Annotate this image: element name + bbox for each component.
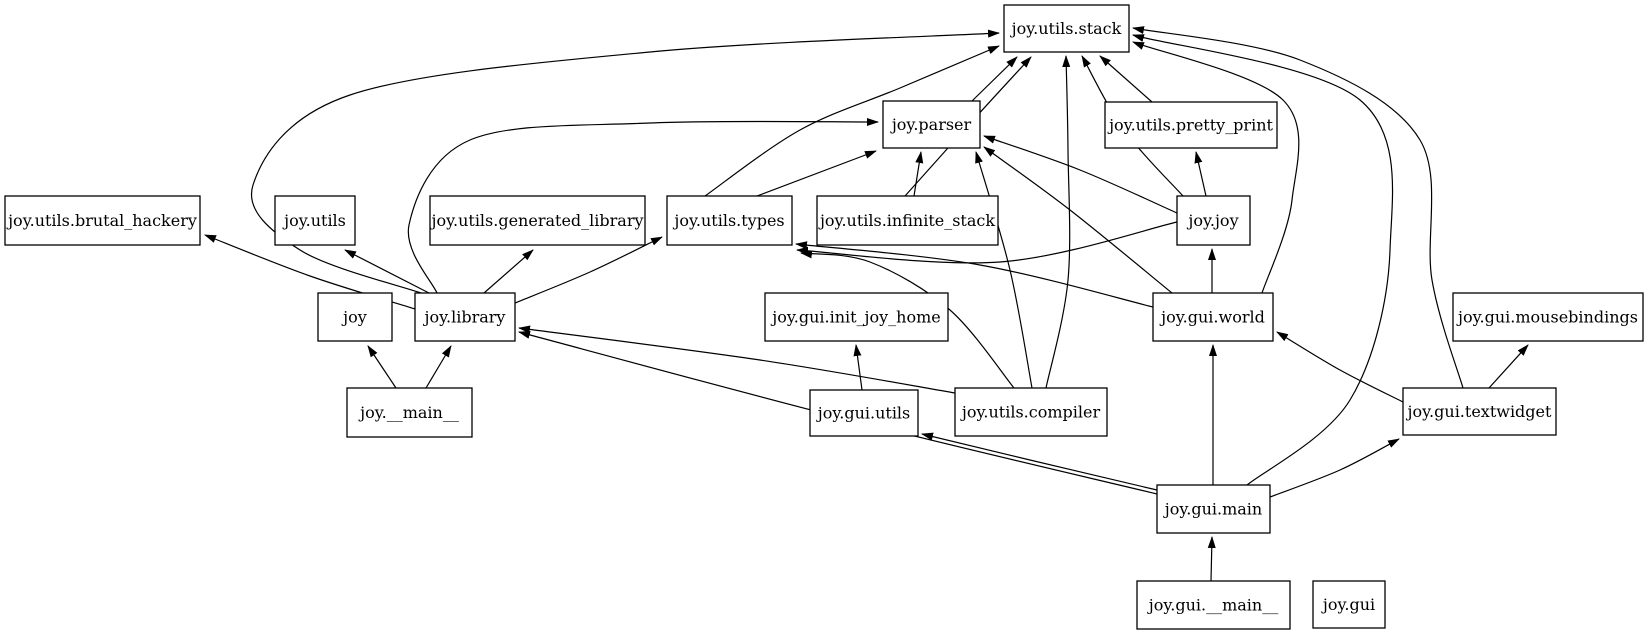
edge-joy-gui-main-to-joy-gui-utils <box>921 432 1158 491</box>
node-label-joy-utils-pretty-print: joy.utils.pretty_print <box>1107 116 1273 135</box>
node-label-joy-gui-init-joy-home: joy.gui.init_joy_home <box>770 308 941 327</box>
node-box-joy-utils-infinite-stack <box>816 195 999 246</box>
node-label-joy-gui-main: joy.gui.main <box>1163 500 1262 519</box>
node-joy-gui-utils: joy.gui.utils <box>809 389 919 437</box>
edge-joy-joy-to-joy-utils-types <box>796 221 1178 264</box>
edge-joy-gui-textwidget-to-joy-gui-mousebindings <box>1488 344 1529 389</box>
edge-joy-main-to-joy <box>367 345 397 389</box>
node-label-joy-library: joy.library <box>423 308 506 327</box>
node-box-joy-utils-types <box>666 195 793 246</box>
edge-joy-gui-world-to-joy-utils-types <box>795 241 1154 308</box>
node-joy-gui-init-joy-home: joy.gui.init_joy_home <box>764 292 949 342</box>
node-box-joy <box>317 292 393 342</box>
node-box-joy-library <box>414 292 516 342</box>
edge-joy-library-to-joy-utils-stack <box>250 29 1000 294</box>
node-joy-joy: joy.joy <box>1176 195 1251 246</box>
node-box-joy-gui-main <box>1156 484 1271 534</box>
node-label-joy-gui-main: joy.gui.__main__ <box>1147 596 1278 615</box>
node-box-joy-utils-pretty-print <box>1104 101 1278 149</box>
node-label-joy-utils-types: joy.utils.types <box>672 211 784 230</box>
node-joy-gui-main: joy.gui.__main__ <box>1136 580 1291 630</box>
edge-joy-utils-compiler-to-joy-parser <box>975 151 1033 389</box>
node-label-joy-gui-mousebindings: joy.gui.mousebindings <box>1456 308 1638 327</box>
node-joy-utils-stack: joy.utils.stack <box>1003 4 1130 53</box>
node-box-joy-gui <box>1312 580 1386 629</box>
edge-joy-gui-main-to-joy-gui-main <box>1207 536 1216 582</box>
node-box-joy-utils-generated-library <box>429 195 646 246</box>
node-box-joy-gui-utils <box>809 389 919 437</box>
node-label-joy-utils-infinite-stack: joy.utils.infinite_stack <box>818 211 995 230</box>
node-joy-utils-brutal-hackery: joy.utils.brutal_hackery <box>4 195 201 246</box>
node-joy-parser: joy.parser <box>882 100 981 149</box>
node-box-joy-gui-world <box>1152 292 1274 342</box>
node-joy-utils-infinite-stack: joy.utils.infinite_stack <box>816 195 999 246</box>
edge-joy-main-to-joy-library <box>425 345 452 389</box>
node-joy: joy <box>317 292 393 342</box>
edge-joy-gui-textwidget-to-joy-utils-stack <box>1132 26 1464 389</box>
edge-joy-joy-to-joy-utils-pretty-print <box>1194 151 1207 197</box>
nodes-layer: joy.utils.stack joy.parser joy.utils.prett… <box>4 4 1644 630</box>
node-joy-utils-generated-library: joy.utils.generated_library <box>429 195 646 246</box>
node-label-joy-gui-world: joy.gui.world <box>1159 308 1265 327</box>
node-box-joy-utils-brutal-hackery <box>4 195 201 246</box>
edge-joy-gui-world-to-joy-utils-stack <box>1132 41 1300 294</box>
node-box-joy-utils-compiler <box>954 387 1108 437</box>
node-label-joy-gui: joy.gui <box>1321 595 1375 614</box>
edge-joy-utils-compiler-to-joy-utils-stack <box>1045 55 1071 389</box>
edge-joy-library-to-joy-utils-types <box>514 236 663 304</box>
node-joy-main: joy.__main__ <box>346 387 473 438</box>
node-joy-utils-compiler: joy.utils.compiler <box>954 387 1108 437</box>
node-label-joy-utils-brutal-hackery: joy.utils.brutal_hackery <box>6 211 197 230</box>
edge-joy-library-to-joy-parser <box>407 118 879 294</box>
node-joy-gui-world: joy.gui.world <box>1152 292 1274 342</box>
node-joy-gui-textwidget: joy.gui.textwidget <box>1402 387 1557 436</box>
node-box-joy-utils-stack <box>1003 4 1130 53</box>
node-box-joy-parser <box>882 100 981 149</box>
edge-joy-library-to-joy-utils-generated-library <box>483 249 534 294</box>
node-joy-library: joy.library <box>414 292 516 342</box>
node-joy-utils-types: joy.utils.types <box>666 195 793 246</box>
node-box-joy-gui-mousebindings <box>1452 292 1644 342</box>
edge-joy-gui-utils-to-joy-gui-init-joy-home <box>853 344 863 391</box>
node-box-joy-joy <box>1176 195 1251 246</box>
node-label-joy-utils-compiler: joy.utils.compiler <box>960 403 1101 422</box>
edge-joy-gui-world-to-joy-parser <box>983 146 1173 294</box>
node-box-joy-gui-textwidget <box>1402 387 1557 436</box>
edge-joy-gui-main-to-joy-gui-textwidget <box>1269 438 1400 498</box>
node-box-joy-gui-main <box>1136 580 1291 630</box>
node-joy-utils-pretty-print: joy.utils.pretty_print <box>1104 101 1278 149</box>
node-label-joy: joy <box>341 308 367 327</box>
node-label-joy-utils-generated-library: joy.utils.generated_library <box>429 211 643 230</box>
node-joy-gui-mousebindings: joy.gui.mousebindings <box>1452 292 1644 342</box>
edge-joy-utils-infinite-stack-to-joy-parser <box>913 151 924 197</box>
node-joy-gui-main: joy.gui.main <box>1156 484 1271 534</box>
edge-joy-parser-to-joy-utils-stack <box>971 56 1018 102</box>
node-label-joy-parser: joy.parser <box>890 115 972 134</box>
edge-joy-utils-compiler-to-joy-library <box>518 325 956 394</box>
node-label-joy-utils: joy.utils <box>282 211 346 230</box>
edge-joy-joy-to-joy-parser <box>983 135 1178 214</box>
node-label-joy-gui-textwidget: joy.gui.textwidget <box>1406 402 1552 421</box>
edge-joy-utils-types-to-joy-utils-stack <box>704 45 1000 197</box>
node-joy-utils: joy.utils <box>274 195 356 246</box>
edge-joy-gui-textwidget-to-joy-gui-world <box>1276 331 1404 403</box>
edge-joy-utils-compiler-to-joy-utils-types <box>800 250 1015 389</box>
edge-joy-library-to-joy-utils <box>344 249 430 294</box>
node-label-joy-joy: joy.joy <box>1186 211 1238 230</box>
node-joy-gui: joy.gui <box>1312 580 1386 629</box>
node-box-joy-gui-init-joy-home <box>764 292 949 342</box>
node-label-joy-utils-stack: joy.utils.stack <box>1010 19 1122 38</box>
node-label-joy-main: joy.__main__ <box>358 403 459 422</box>
edge-joy-utils-types-to-joy-parser <box>756 150 877 197</box>
edge-joy-gui-main-to-joy-utils-stack <box>1132 34 1394 486</box>
node-label-joy-gui-utils: joy.gui.utils <box>816 404 911 423</box>
node-box-joy-main <box>346 387 473 438</box>
node-box-joy-utils <box>274 195 356 246</box>
edge-joy-utils-pretty-print-to-joy-utils-stack <box>1099 55 1153 103</box>
